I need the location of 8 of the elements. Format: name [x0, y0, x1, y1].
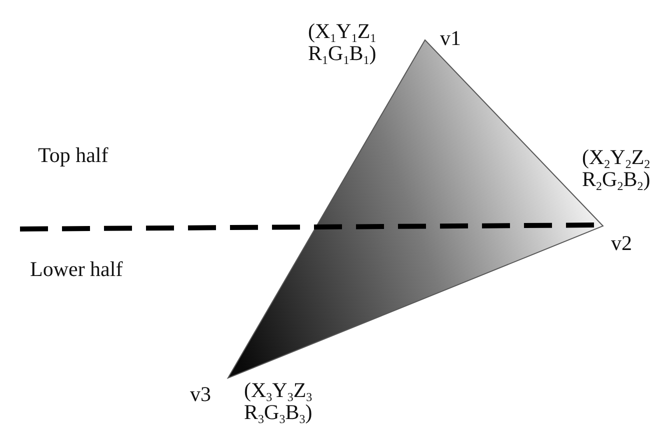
- vertex-label: v3: [190, 383, 211, 405]
- vertex-label: v2: [611, 232, 632, 254]
- region-label: Lower half: [30, 258, 123, 280]
- vertex-label: v1: [440, 27, 461, 49]
- region-label: Top half: [38, 144, 108, 166]
- vertex-coordinates: (X$_{1}$Y$_{1}$Z$_{1}$ R$_{1}$G$_{1}$B$_{1}$): [308, 20, 376, 64]
- vertex-coordinates: (X$_{3}$Y$_{3}$Z$_{3}$ R$_{3}$G$_{3}$B$_{3}$): [244, 379, 312, 423]
- vertex-coordinates: (X$_{2}$Y$_{2}$Z$_{2}$ R$_{2}$G$_{2}$B$_{2}$): [582, 146, 650, 190]
